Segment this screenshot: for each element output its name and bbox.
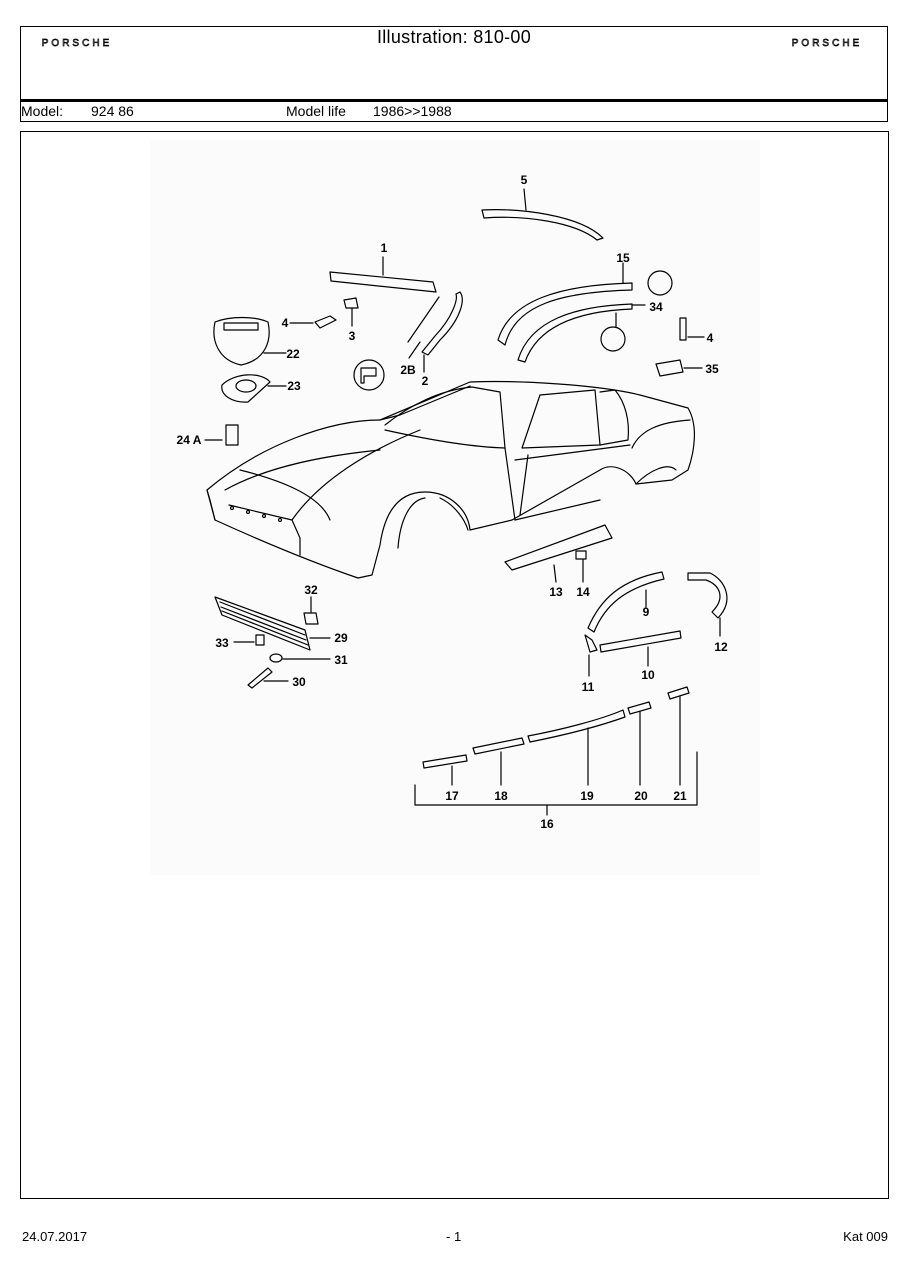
svg-text:PORSCHE: PORSCHE [42, 38, 112, 47]
car-body-drawing [206, 380, 696, 579]
part-33-drawing [255, 634, 265, 646]
callout-15: 15 [616, 251, 630, 265]
part-2b-detail-circle [353, 359, 385, 391]
porsche-logo-right: PORSCHE [791, 38, 862, 47]
callout-23: 23 [287, 379, 301, 393]
part-34-detail-circle [600, 326, 626, 352]
model-row: Model: 924 86 Model life 1986>>1988 [21, 102, 887, 122]
part-12-drawing [687, 572, 728, 619]
part-15-drawing [497, 282, 633, 346]
callout-2b: 2B [400, 363, 416, 377]
part-32-drawing [303, 612, 319, 625]
grille-29-drawing [214, 596, 311, 651]
part-2b-drawing [407, 296, 440, 343]
part-35-drawing [655, 359, 684, 377]
callout-12: 12 [714, 640, 728, 654]
callout-14: 14 [576, 585, 590, 599]
callout-11: 11 [582, 680, 595, 694]
callout-33: 33 [215, 636, 229, 650]
part-9-drawing [587, 571, 665, 633]
part-19-drawing [527, 709, 626, 743]
callout-30: 30 [292, 675, 306, 689]
model-label: Model: [21, 103, 64, 119]
callout-2: 2 [422, 374, 429, 388]
callout-3: 3 [349, 329, 356, 343]
header-rule [21, 99, 887, 102]
part-5-drawing [481, 209, 604, 241]
part-21-drawing [667, 686, 690, 700]
group-16-bracket [414, 751, 698, 806]
model-life-label: Model life [286, 103, 346, 119]
callout-1: 1 [381, 241, 388, 255]
porsche-logo-left: PORSCHE [41, 38, 112, 47]
part-14-drawing [575, 550, 587, 560]
callout-29: 29 [334, 631, 348, 645]
part-13-drawing [504, 524, 613, 571]
callout-10: 10 [641, 668, 655, 682]
callout-34: 34 [649, 300, 663, 314]
header: PORSCHE Illustration: 810-00 PORSCHE Mod… [20, 26, 888, 122]
part-4-left-drawing [314, 315, 337, 329]
callout-35: 35 [705, 362, 719, 376]
part-15-detail-circle [647, 270, 673, 296]
part-2-drawing [421, 291, 463, 356]
callout-21: 21 [673, 789, 687, 803]
illustration-background [150, 140, 760, 875]
crest-22-drawing [213, 316, 270, 366]
part-17-drawing [422, 754, 468, 769]
part-3-drawing [343, 297, 359, 309]
callout-17: 17 [445, 789, 459, 803]
callout-4-right: 4 [707, 331, 714, 345]
page-title: Illustration: 810-00 [376, 27, 532, 47]
part-24a-drawing [225, 424, 239, 446]
part-1-drawing [329, 271, 437, 293]
callout-4-left: 4 [282, 316, 289, 330]
part-23-drawing [221, 374, 271, 403]
callout-19: 19 [580, 789, 594, 803]
model-life-value: 1986>>1988 [373, 103, 452, 119]
callout-22: 22 [286, 347, 300, 361]
footer-page-number: - 1 [446, 1229, 462, 1244]
part-11-drawing [584, 634, 598, 653]
model-value: 924 86 [91, 103, 134, 119]
callout-13: 13 [549, 585, 563, 599]
part-20-drawing [627, 701, 652, 715]
callout-18: 18 [494, 789, 508, 803]
part-4-right-drawing [679, 317, 687, 341]
callout-32: 32 [304, 583, 318, 597]
part-34-drawing [517, 303, 633, 363]
callout-labels: 5 1 15 34 4 3 4 22 2B 2 35 23 24 A 13 14… [177, 173, 728, 831]
callout-24a: 24 A [177, 433, 202, 447]
part-30-drawing [247, 667, 273, 689]
callout-31: 31 [334, 653, 348, 667]
part-10-drawing [599, 630, 682, 653]
part-31-drawing [269, 653, 283, 663]
part-18-drawing [472, 737, 525, 755]
footer-date: 24.07.2017 [22, 1229, 88, 1244]
svg-text:PORSCHE: PORSCHE [792, 38, 862, 47]
callout-9: 9 [643, 605, 650, 619]
footer-catalog: Kat 009 [843, 1229, 888, 1244]
callout-16: 16 [540, 817, 554, 831]
callout-5: 5 [521, 173, 528, 187]
callout-20: 20 [634, 789, 648, 803]
illustration-frame [20, 131, 889, 1199]
